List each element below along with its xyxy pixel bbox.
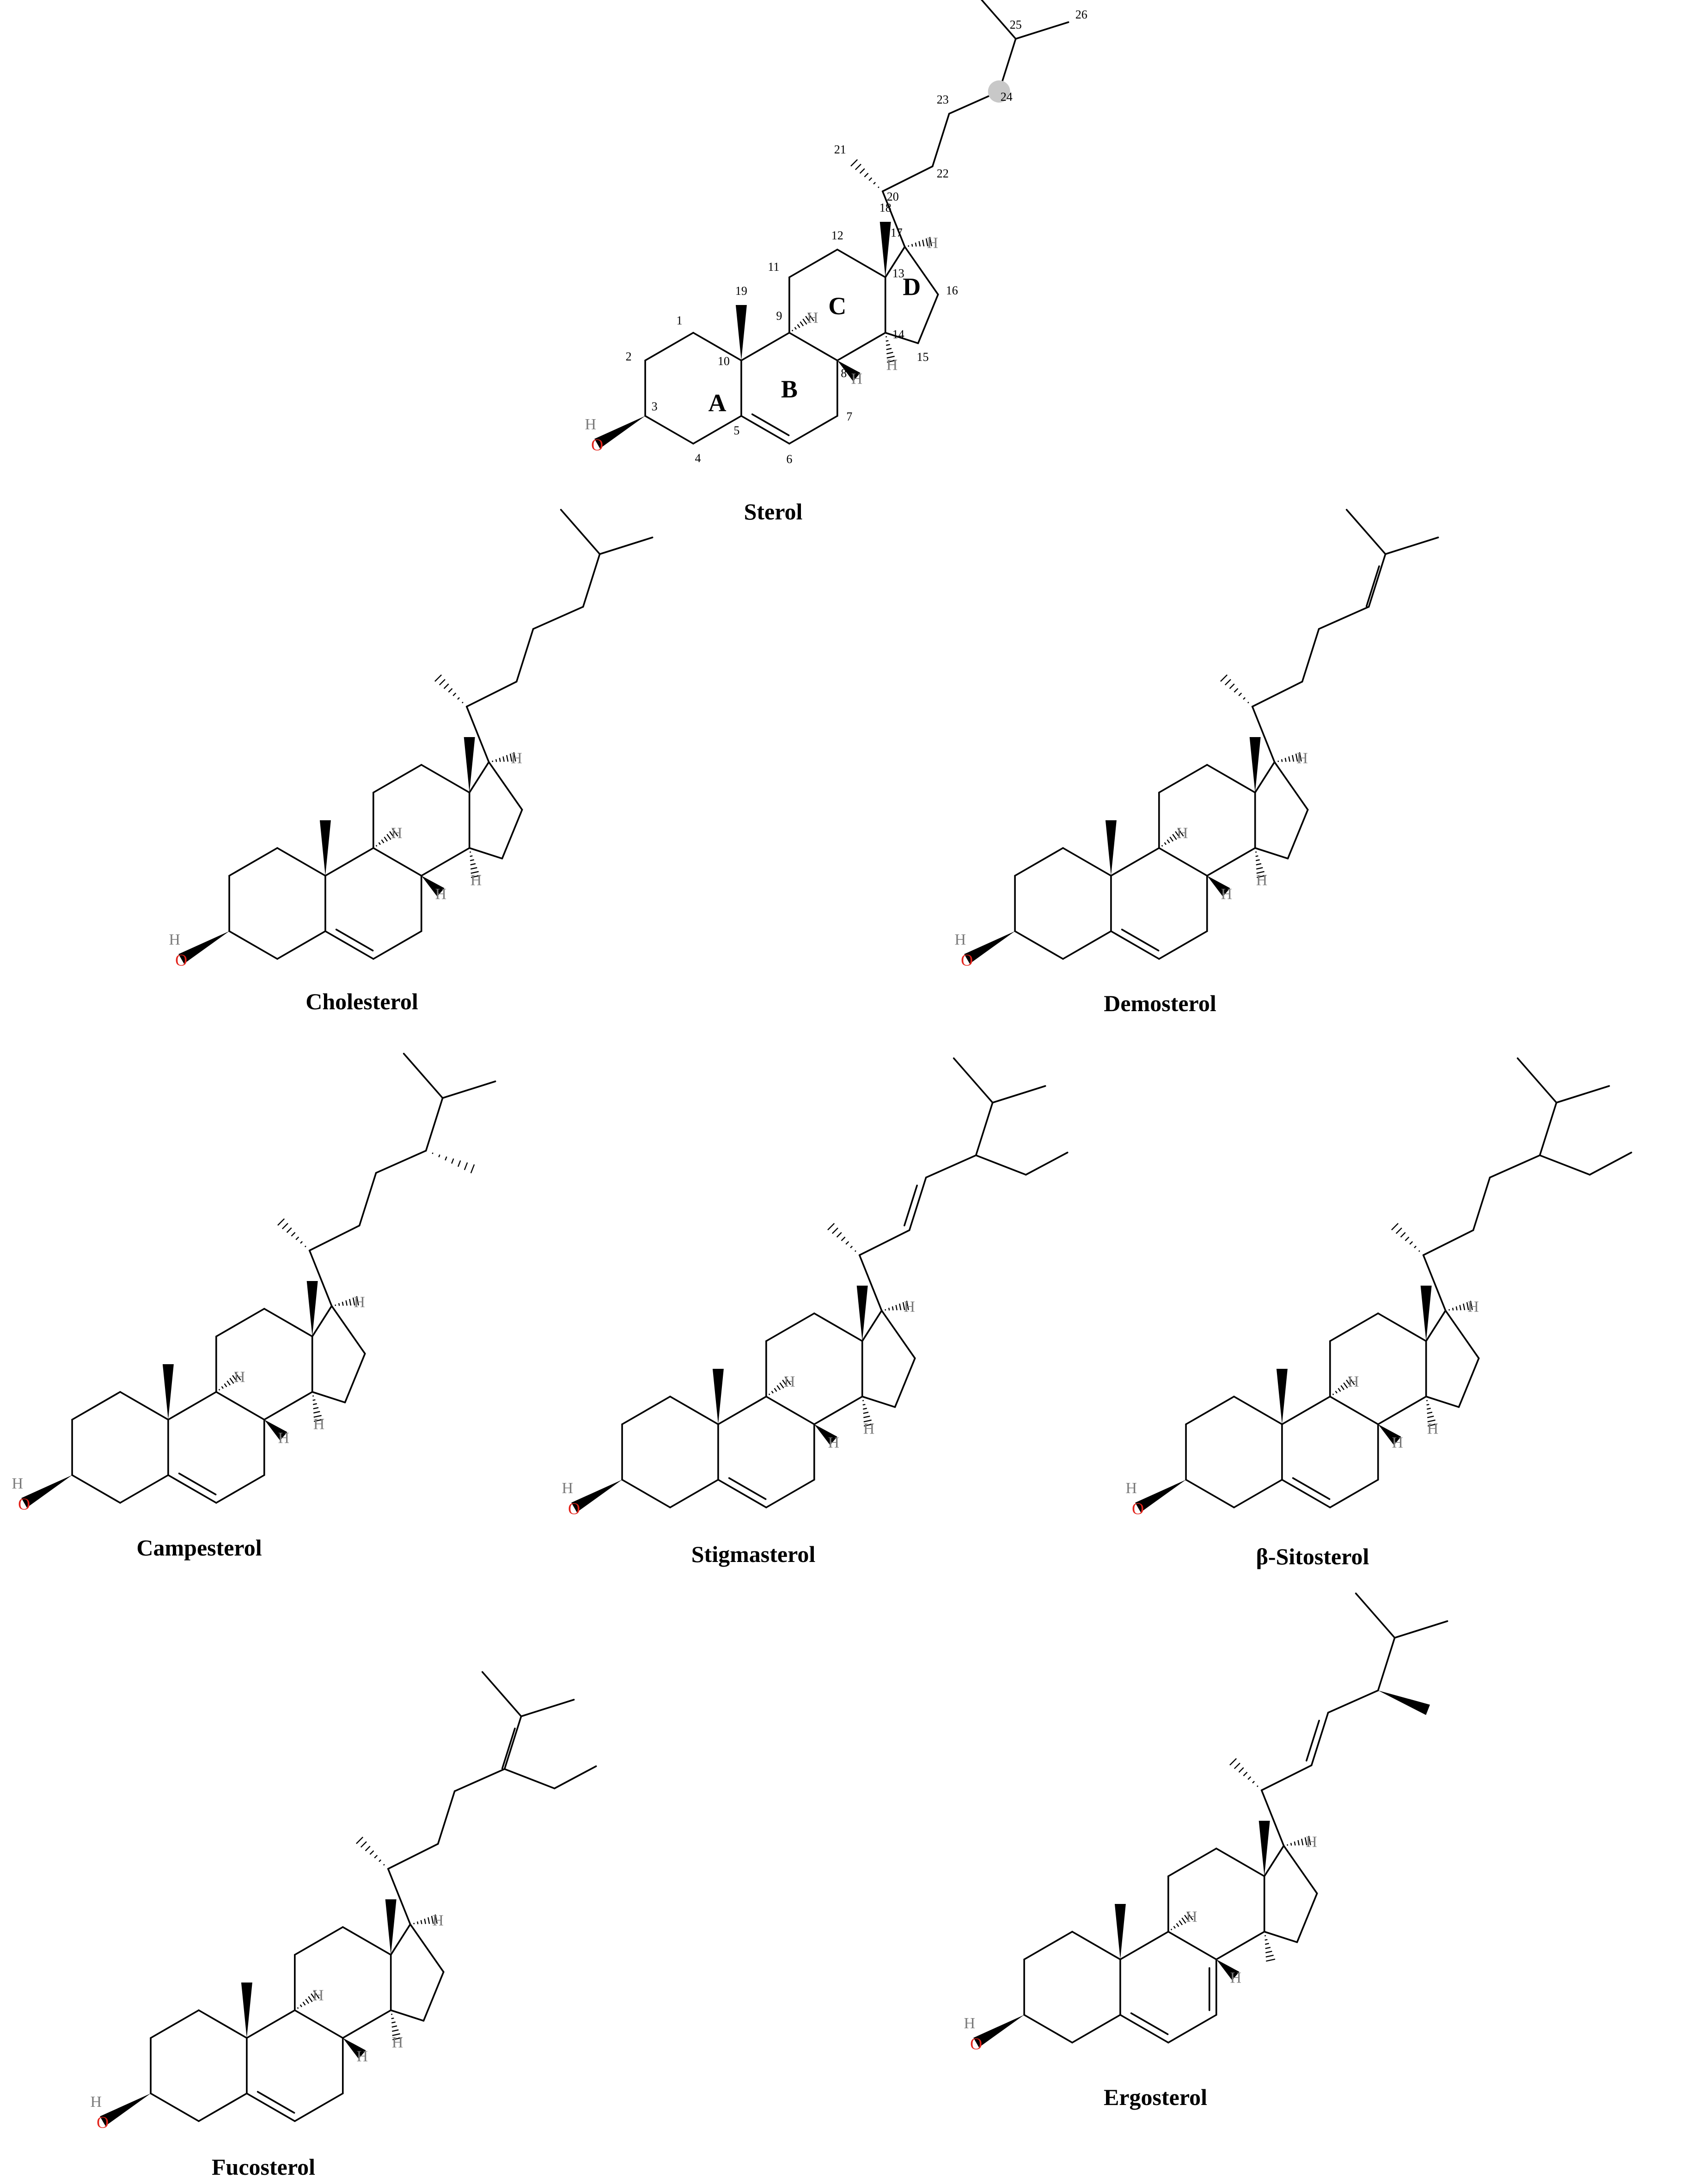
caption-campesterol: Campesterol <box>136 1535 262 1561</box>
svg-text:H: H <box>1467 1298 1479 1315</box>
carbon-number: 23 <box>937 93 949 106</box>
svg-text:H: H <box>562 1480 573 1497</box>
svg-text:H: H <box>784 1373 795 1390</box>
svg-text:O: O <box>961 951 973 969</box>
svg-text:H: H <box>12 1475 23 1492</box>
svg-text:O: O <box>970 2034 982 2053</box>
svg-text:O: O <box>591 435 603 454</box>
carbon-number: 9 <box>776 309 782 323</box>
svg-text:H: H <box>1392 1434 1403 1451</box>
svg-text:H: H <box>1125 1480 1137 1497</box>
ring-label: A <box>708 389 726 417</box>
svg-text:H: H <box>1221 885 1232 903</box>
svg-text:H: H <box>354 1293 365 1311</box>
carbon-number: 16 <box>946 284 958 297</box>
caption-sterol: Sterol <box>744 499 803 525</box>
svg-text:H: H <box>435 885 446 903</box>
carbon-number: 8 <box>841 366 847 380</box>
carbon-number: 10 <box>718 354 730 368</box>
svg-text:H: H <box>904 1298 915 1315</box>
carbon-number: 2 <box>626 350 632 363</box>
caption-ergosterol: Ergosterol <box>1104 2084 1207 2110</box>
carbon-number: 14 <box>892 328 904 341</box>
svg-text:O: O <box>1132 1499 1144 1518</box>
svg-text:H: H <box>964 2015 975 2032</box>
carbon-number: 22 <box>937 167 949 180</box>
carbon-number: 1 <box>677 314 683 327</box>
carbon-number: 15 <box>916 350 928 364</box>
svg-text:O: O <box>18 1495 30 1513</box>
svg-text:H: H <box>356 2048 368 2065</box>
svg-text:H: H <box>927 234 938 251</box>
svg-text:H: H <box>312 1987 324 2004</box>
svg-text:H: H <box>1230 1969 1241 1986</box>
carbon-number: 25 <box>1010 18 1022 31</box>
caption-stigmasterol: Stigmasterol <box>691 1541 816 1567</box>
carbon-number: 4 <box>695 451 701 465</box>
ring-label: D <box>903 273 921 301</box>
svg-text:H: H <box>863 1420 875 1437</box>
caption-demosterol: Demosterol <box>1104 990 1216 1016</box>
svg-text:H: H <box>234 1368 245 1385</box>
carbon-number: 17 <box>891 226 903 239</box>
ring-label: C <box>828 292 846 320</box>
caption-sitosterol: β-Sitosterol <box>1256 1543 1369 1569</box>
svg-text:H: H <box>954 931 966 948</box>
svg-text:H: H <box>1296 750 1308 767</box>
svg-text:H: H <box>278 1429 289 1446</box>
svg-text:H: H <box>391 824 403 842</box>
carbon-number: 26 <box>1075 8 1087 21</box>
position-24-highlight <box>988 80 1010 103</box>
svg-text:O: O <box>97 2113 109 2131</box>
svg-text:H: H <box>585 416 596 433</box>
carbon-number: 19 <box>735 284 747 298</box>
svg-text:H: H <box>851 370 862 387</box>
svg-text:H: H <box>1256 872 1268 889</box>
carbon-number: 11 <box>768 260 779 274</box>
svg-text:H: H <box>392 2034 403 2051</box>
molecule-structures: OHHHHHOHHHHHOHHHHHOHHHHHOHHHHHOHHHHHOHHH… <box>12 0 1632 2131</box>
svg-text:H: H <box>828 1434 839 1451</box>
svg-text:H: H <box>313 1415 325 1433</box>
carbon-number: 7 <box>846 410 852 423</box>
carbon-number: 6 <box>786 452 792 466</box>
svg-text:O: O <box>568 1499 580 1518</box>
carbon-number: 21 <box>834 143 846 156</box>
carbon-number: 3 <box>652 400 658 413</box>
carbon-number: 24 <box>1001 90 1013 104</box>
svg-text:H: H <box>1427 1420 1439 1437</box>
carbon-number: 20 <box>887 190 899 203</box>
svg-text:H: H <box>1306 1833 1317 1850</box>
caption-fucosterol: Fucosterol <box>212 2154 315 2180</box>
svg-text:H: H <box>807 309 819 326</box>
carbon-number: 5 <box>733 424 739 437</box>
svg-text:H: H <box>511 750 522 767</box>
ring-label: B <box>781 375 798 403</box>
svg-text:H: H <box>169 931 180 948</box>
svg-text:H: H <box>470 872 482 889</box>
carbon-number: 12 <box>831 229 843 242</box>
svg-text:O: O <box>175 951 187 969</box>
svg-text:H: H <box>432 1912 444 1929</box>
svg-text:H: H <box>90 2093 102 2111</box>
carbon-number: 13 <box>892 267 904 280</box>
svg-text:H: H <box>1186 1908 1197 1925</box>
caption-cholesterol: Cholesterol <box>305 988 418 1014</box>
svg-text:H: H <box>1348 1373 1359 1390</box>
carbon-number: 18 <box>880 201 892 214</box>
svg-text:H: H <box>886 356 898 373</box>
svg-text:H: H <box>1177 824 1188 842</box>
